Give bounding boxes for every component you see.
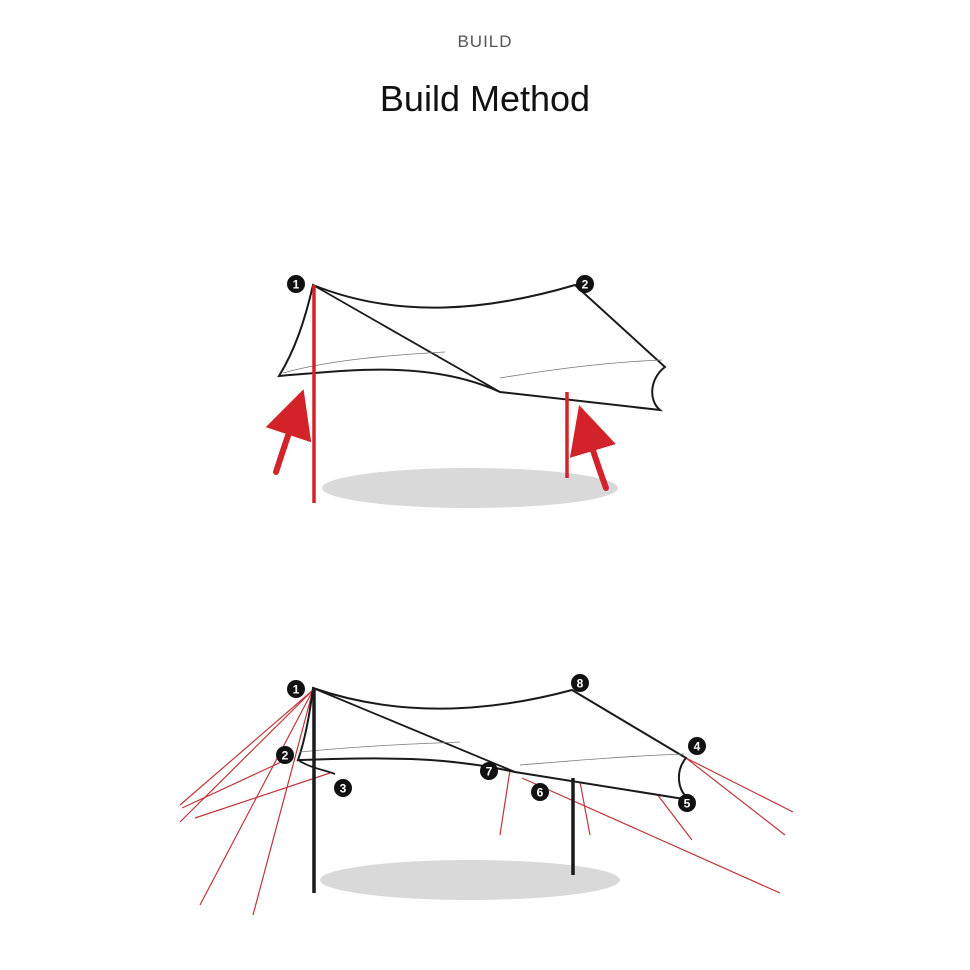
- svg-text:3: 3: [340, 782, 347, 796]
- guy-line: [521, 777, 781, 894]
- svg-text:2: 2: [282, 749, 289, 763]
- svg-text:5: 5: [684, 797, 691, 811]
- svg-text:8: 8: [577, 677, 584, 691]
- tarp-outline: [277, 283, 667, 412]
- marker-5: 5: [678, 794, 696, 812]
- step-1-diagram: 1 2: [265, 275, 667, 508]
- svg-text:2: 2: [582, 278, 589, 292]
- guy-line: [685, 757, 794, 813]
- raise-arrow-icon: [569, 405, 616, 491]
- step-2-diagram: 1 2 3 4 5 6 7 8: [179, 674, 794, 916]
- guy-line: [499, 769, 511, 836]
- svg-text:1: 1: [293, 683, 300, 697]
- svg-text:6: 6: [537, 786, 544, 800]
- guy-line: [685, 757, 786, 836]
- tarp-inner-line: [499, 359, 663, 379]
- raise-arrow-icon: [265, 389, 312, 475]
- marker-2: 2: [576, 275, 594, 293]
- marker-3: 3: [334, 779, 352, 797]
- svg-text:1: 1: [293, 278, 300, 292]
- tarp-seam: [312, 687, 516, 773]
- section-eyebrow: BUILD: [457, 32, 513, 51]
- tarp-outline: [296, 686, 691, 801]
- tarp-inner-line: [519, 753, 685, 766]
- svg-text:4: 4: [694, 740, 701, 754]
- tarp-inner-line: [282, 351, 446, 374]
- guy-line: [579, 781, 591, 836]
- guy-lines: [179, 689, 794, 916]
- marker-1: 1: [287, 680, 305, 698]
- guy-line: [179, 689, 314, 823]
- tarp-seam: [312, 284, 501, 393]
- marker-4: 4: [688, 737, 706, 755]
- ground-shadow: [320, 860, 620, 900]
- guy-line: [179, 689, 314, 806]
- tarp-wing: [297, 759, 336, 775]
- marker-6: 6: [531, 783, 549, 801]
- ground-shadow: [322, 468, 618, 508]
- guy-line: [181, 756, 293, 809]
- marker-1: 1: [287, 275, 305, 293]
- tarp-inner-line: [299, 741, 461, 753]
- guy-line: [252, 689, 314, 916]
- marker-2: 2: [276, 746, 294, 764]
- marker-7: 7: [480, 762, 498, 780]
- guy-line: [194, 772, 331, 819]
- page-title: Build Method: [379, 78, 591, 119]
- svg-text:7: 7: [486, 765, 493, 779]
- marker-8: 8: [571, 674, 589, 692]
